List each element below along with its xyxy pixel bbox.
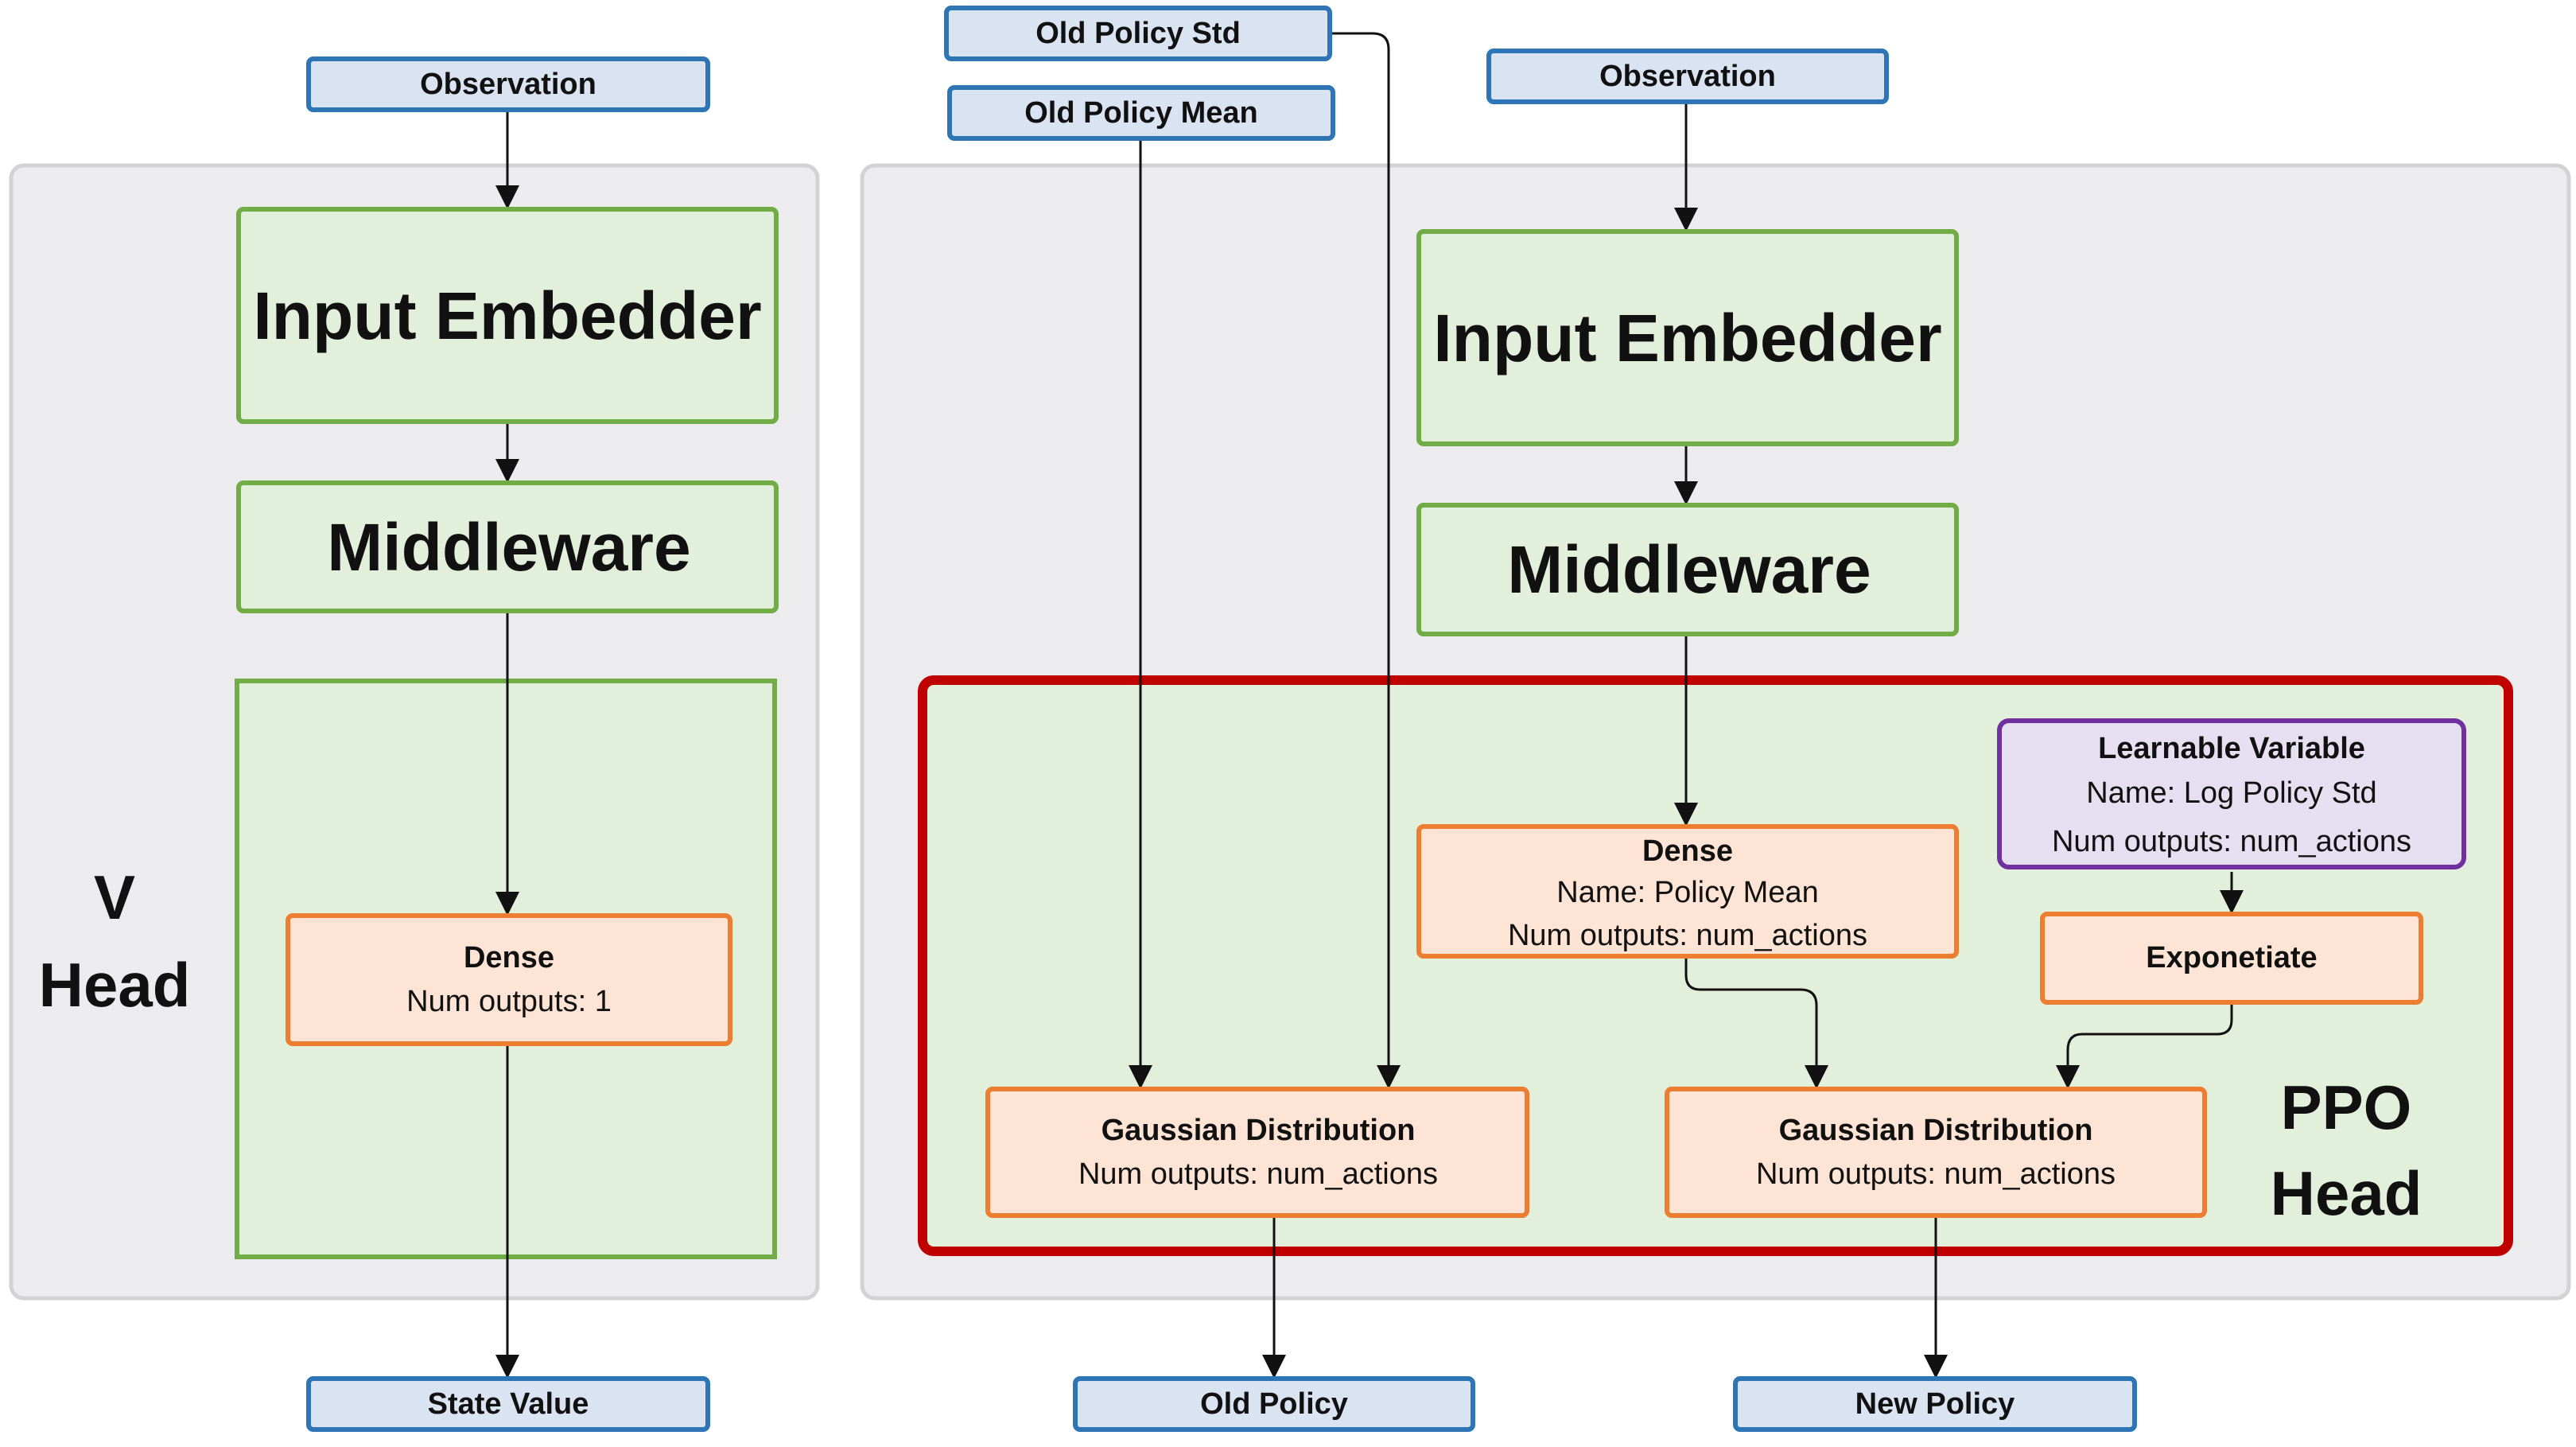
learnable-variable-title: Learnable Variable bbox=[2098, 732, 2365, 765]
middleware-right-label: Middleware bbox=[1507, 532, 1871, 607]
gaussian-distribution-new-outputs: Num outputs: num_actions bbox=[1756, 1157, 2116, 1191]
input-old-policy-std: Old Policy Std bbox=[944, 6, 1332, 61]
dense-policy-mean-name: Name: Policy Mean bbox=[1556, 876, 1818, 909]
exponentiate: Exponetiate bbox=[2040, 912, 2423, 1005]
input-observation-left-label: Observation bbox=[420, 68, 596, 101]
learnable-variable: Learnable Variable Name: Log Policy Std … bbox=[1997, 718, 2466, 869]
learnable-variable-outputs: Num outputs: num_actions bbox=[2052, 825, 2411, 858]
dense-policy-mean-outputs: Num outputs: num_actions bbox=[1508, 919, 1867, 952]
gaussian-distribution-old-title: Gaussian Distribution bbox=[1102, 1114, 1416, 1147]
dense-policy-mean-title: Dense bbox=[1642, 834, 1733, 868]
exponentiate-label: Exponetiate bbox=[2146, 941, 2317, 974]
dense-left: Dense Num outputs: 1 bbox=[286, 913, 732, 1046]
output-new-policy: New Policy bbox=[1733, 1376, 2137, 1432]
output-new-policy-label: New Policy bbox=[1855, 1387, 2015, 1421]
gaussian-distribution-new-title: Gaussian Distribution bbox=[1779, 1114, 2093, 1147]
output-state-value: State Value bbox=[306, 1376, 710, 1432]
output-old-policy-label: Old Policy bbox=[1200, 1387, 1348, 1421]
gaussian-distribution-old-outputs: Num outputs: num_actions bbox=[1078, 1157, 1438, 1191]
input-observation-right-label: Observation bbox=[1599, 60, 1776, 93]
middleware-right: Middleware bbox=[1416, 503, 1959, 636]
input-old-policy-mean-label: Old Policy Mean bbox=[1024, 96, 1258, 130]
v-head-label-line1: V bbox=[94, 862, 135, 932]
gaussian-distribution-new: Gaussian Distribution Num outputs: num_a… bbox=[1665, 1087, 2207, 1218]
dense-left-outputs: Num outputs: 1 bbox=[406, 985, 612, 1018]
v-head-label-line2: Head bbox=[39, 950, 191, 1020]
dense-left-title: Dense bbox=[464, 941, 554, 974]
input-embedder-left-label: Input Embedder bbox=[253, 278, 761, 353]
output-state-value-label: State Value bbox=[428, 1387, 589, 1421]
output-old-policy: Old Policy bbox=[1073, 1376, 1475, 1432]
dense-policy-mean: Dense Name: Policy Mean Num outputs: num… bbox=[1416, 824, 1959, 959]
learnable-variable-name: Name: Log Policy Std bbox=[2086, 776, 2376, 810]
gaussian-distribution-old: Gaussian Distribution Num outputs: num_a… bbox=[985, 1087, 1529, 1218]
input-old-policy-mean: Old Policy Mean bbox=[947, 85, 1335, 141]
input-old-policy-std-label: Old Policy Std bbox=[1035, 17, 1241, 50]
input-observation-left: Observation bbox=[306, 56, 710, 112]
ppo-head-label-line1: PPO bbox=[2281, 1072, 2412, 1142]
middleware-left-label: Middleware bbox=[327, 510, 690, 585]
ppo-head-label-line2: Head bbox=[2271, 1158, 2423, 1228]
right-connectors bbox=[1129, 32, 2244, 1379]
middleware-left: Middleware bbox=[236, 480, 779, 613]
input-observation-right: Observation bbox=[1486, 49, 1889, 104]
input-embedder-left: Input Embedder bbox=[236, 207, 779, 424]
input-embedder-right: Input Embedder bbox=[1416, 229, 1959, 446]
input-embedder-right-label: Input Embedder bbox=[1433, 301, 1941, 375]
